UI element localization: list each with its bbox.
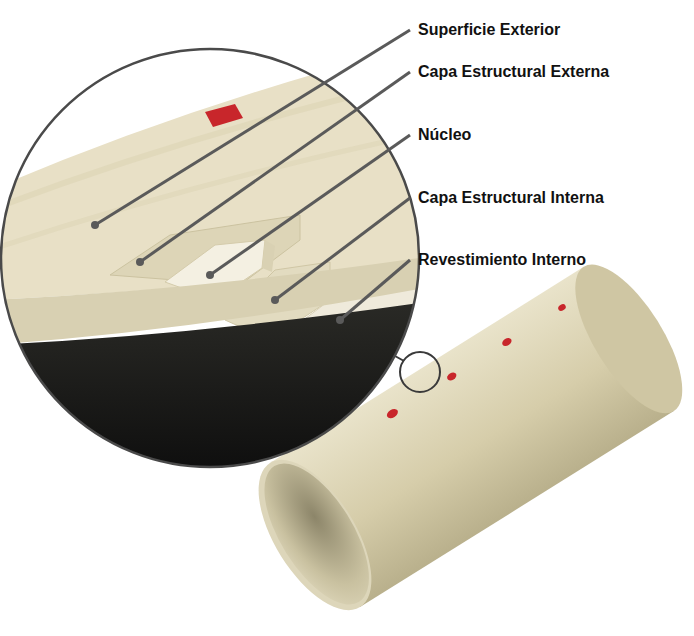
detail-link bbox=[395, 356, 404, 361]
part-label: Superficie Exterior bbox=[418, 20, 560, 40]
logo-mark bbox=[205, 104, 243, 127]
part-label: Capa Estructural Interna bbox=[418, 188, 604, 208]
magnified-section bbox=[0, 40, 440, 480]
outer-surface bbox=[0, 40, 440, 300]
pipe-rim bbox=[236, 442, 394, 629]
pipe-far-end bbox=[555, 249, 694, 429]
part-label: Revestimiento Interno bbox=[418, 250, 586, 270]
magnifier-outline bbox=[1, 49, 419, 467]
leader-dot bbox=[206, 271, 214, 279]
leader-line bbox=[340, 260, 410, 320]
part-label: Capa Estructural Externa bbox=[418, 62, 609, 82]
pipe-interior bbox=[0, 300, 440, 480]
leader-line bbox=[210, 135, 410, 275]
logo-mark bbox=[501, 336, 513, 347]
detail-circle bbox=[400, 352, 440, 392]
leader-lines bbox=[91, 30, 410, 324]
core-side bbox=[262, 240, 275, 272]
logo-mark bbox=[557, 303, 567, 312]
leader-line bbox=[95, 30, 410, 225]
leader-dot bbox=[271, 296, 279, 304]
pipe-opening bbox=[244, 447, 390, 621]
leader-dot bbox=[336, 316, 344, 324]
leader-line bbox=[275, 198, 410, 300]
leader-line bbox=[140, 72, 410, 262]
part-label: Núcleo bbox=[418, 125, 471, 145]
logo-mark bbox=[446, 371, 458, 382]
leader-dot bbox=[91, 221, 99, 229]
logo-mark bbox=[385, 407, 399, 420]
leader-dot bbox=[136, 258, 144, 266]
